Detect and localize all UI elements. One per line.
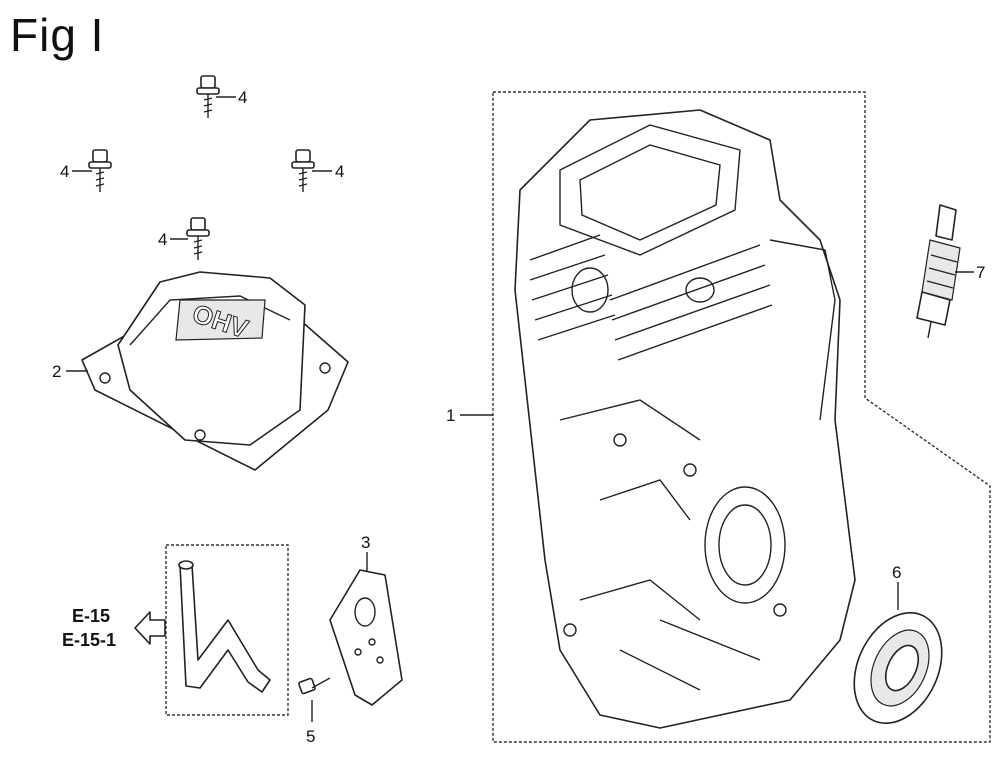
engine-block bbox=[514, 109, 856, 729]
callout-4-right: 4 bbox=[335, 162, 344, 181]
bolt-small bbox=[298, 677, 331, 695]
reference-arrow bbox=[134, 611, 166, 645]
spark-plug bbox=[916, 204, 961, 339]
callout-4-left: 4 bbox=[60, 162, 69, 181]
engine-block-frame bbox=[492, 91, 991, 743]
breather-tube-frame bbox=[165, 544, 289, 716]
callout-2: 2 bbox=[52, 362, 61, 381]
bolt-left bbox=[88, 149, 112, 192]
bolt-top bbox=[196, 75, 220, 118]
breather-tube bbox=[178, 560, 271, 693]
callout-5: 5 bbox=[306, 727, 315, 746]
reference-e15-1: E-15-1 bbox=[62, 630, 116, 650]
breather-plate bbox=[329, 569, 403, 706]
callout-6: 6 bbox=[892, 563, 901, 582]
callout-4-lower: 4 bbox=[158, 230, 167, 249]
callout-3: 3 bbox=[361, 533, 370, 552]
figure-title: Fig I bbox=[10, 9, 105, 61]
callout-4-top: 4 bbox=[238, 88, 247, 107]
callout-1: 1 bbox=[446, 406, 455, 425]
reference-e15: E-15 bbox=[72, 606, 110, 626]
bolt-right bbox=[291, 149, 315, 192]
callout-7: 7 bbox=[976, 263, 985, 282]
head-cover: OHV bbox=[81, 271, 349, 471]
bolt-lower bbox=[186, 217, 210, 260]
oil-seal bbox=[853, 611, 943, 725]
